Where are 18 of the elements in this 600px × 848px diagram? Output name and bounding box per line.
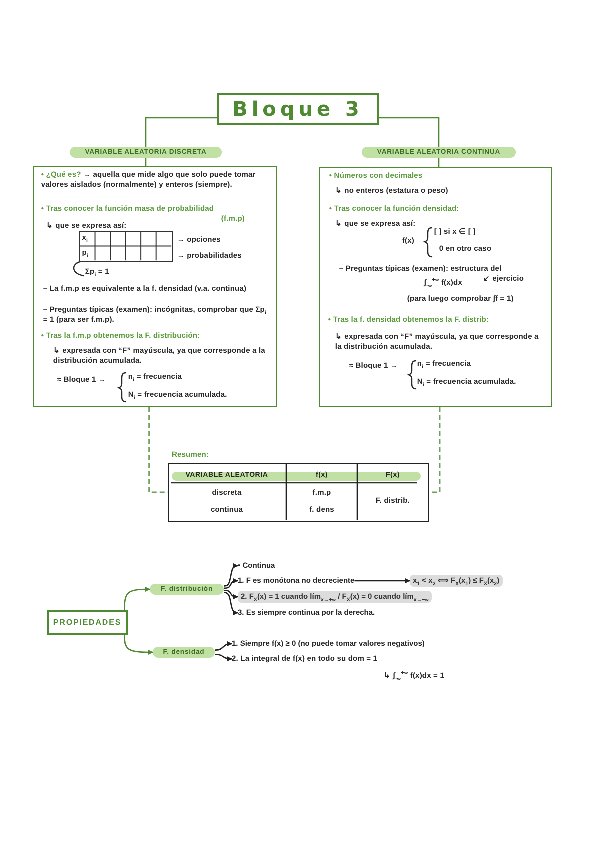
note-card bbox=[33, 166, 277, 407]
value-table bbox=[79, 231, 174, 262]
arrow bbox=[215, 642, 232, 651]
dashed-connector bbox=[148, 407, 168, 494]
topic-box: PROPIEDADES bbox=[47, 610, 128, 635]
arrow bbox=[224, 590, 238, 600]
arrow bbox=[354, 578, 410, 584]
title-box: Bloque 3 bbox=[217, 93, 379, 125]
arrow bbox=[224, 592, 238, 616]
arrow bbox=[224, 578, 238, 590]
dashed-connector bbox=[429, 407, 441, 494]
connector-line bbox=[379, 117, 440, 147]
arrow bbox=[124, 587, 150, 610]
arrow bbox=[224, 564, 238, 587]
connector-line bbox=[145, 117, 217, 147]
note-card bbox=[319, 167, 552, 407]
arrow bbox=[215, 654, 232, 662]
arrow bbox=[124, 635, 154, 655]
